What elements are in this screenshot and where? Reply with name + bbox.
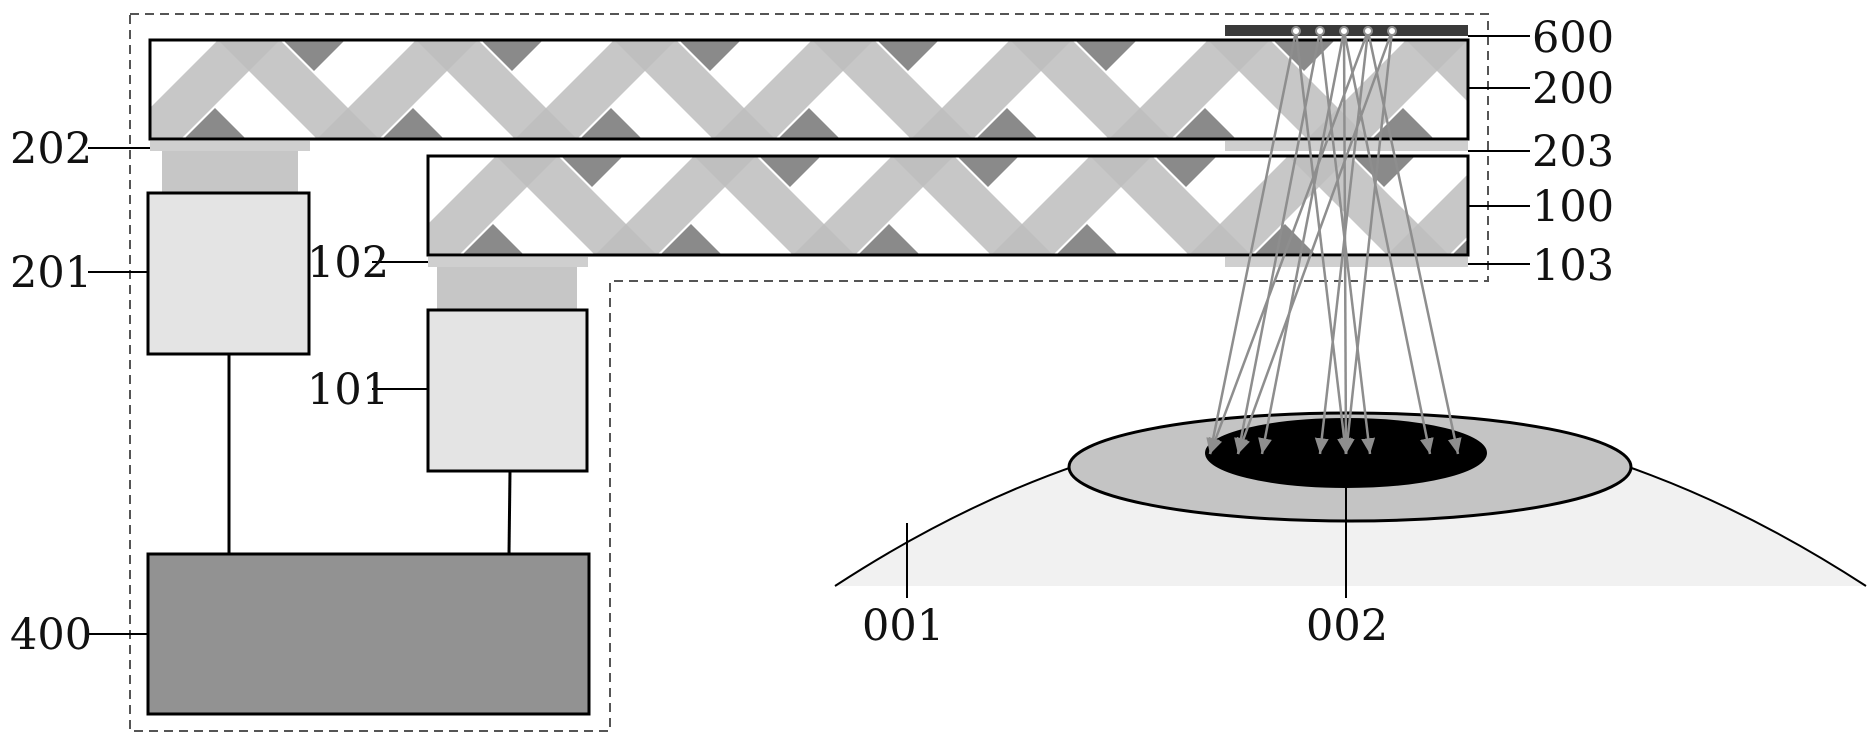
label-600: 600 — [1532, 13, 1614, 63]
light-band — [1109, 40, 1270, 139]
overlap-diamond — [462, 224, 524, 255]
light-band — [614, 40, 775, 139]
light-ray — [1234, 30, 1322, 455]
light-band — [1189, 156, 1350, 255]
label-002: 002 — [1306, 601, 1388, 651]
light-band — [793, 156, 954, 255]
label-102: 102 — [307, 238, 389, 288]
overlap-diamond — [660, 224, 722, 255]
overlap-diamond — [1174, 108, 1236, 139]
light-ray — [1338, 30, 1353, 455]
coupler-102 — [428, 257, 588, 267]
light-band — [1288, 156, 1449, 255]
light-band — [595, 156, 756, 255]
overlap-diamond — [759, 156, 821, 187]
waveguide-100 — [426, 154, 1845, 257]
overlap-diamond — [679, 40, 741, 71]
label-201: 201 — [10, 248, 92, 298]
overlap-diamond — [283, 40, 345, 71]
controller-400 — [146, 552, 591, 716]
light-band — [1604, 40, 1765, 139]
overlap-diamond — [1273, 40, 1335, 71]
light-band — [911, 40, 1072, 139]
overlap-diamond — [481, 40, 543, 71]
light-band — [713, 40, 874, 139]
light-band — [496, 156, 657, 255]
overlap-diamond — [858, 224, 920, 255]
light-ray — [1206, 30, 1298, 455]
overlap-diamond — [1452, 239, 1468, 255]
overlap-diamond — [1075, 40, 1137, 71]
light-ray — [1258, 30, 1346, 455]
coupler-202 — [150, 141, 310, 151]
overlap-diamond — [1155, 156, 1217, 187]
overlap-diamond — [957, 156, 1019, 187]
light-ray — [1294, 30, 1352, 455]
label-100: 100 — [1532, 182, 1614, 232]
label-103: 103 — [1532, 241, 1614, 291]
light-band — [1010, 40, 1171, 139]
light-band — [1684, 156, 1845, 255]
light-band — [1406, 40, 1468, 102]
label-200: 200 — [1532, 64, 1614, 114]
waveguide-200 — [148, 38, 1765, 141]
light-band — [812, 40, 973, 139]
overlap-diamond — [1353, 156, 1415, 187]
light-band — [694, 156, 855, 255]
light-ray — [1340, 30, 1394, 455]
coupler-203 — [1225, 141, 1468, 151]
overlap-diamond — [184, 108, 246, 139]
light-column-101 — [437, 267, 577, 309]
overlap-diamond — [778, 108, 840, 139]
light-band — [892, 156, 1053, 255]
label-400: 400 — [10, 610, 92, 660]
housing-dashed-outline — [129, 13, 1489, 732]
ray-source-point — [1363, 26, 1373, 36]
ray-source-point — [1315, 26, 1325, 36]
label-101: 101 — [307, 365, 389, 415]
overlap-diamond — [382, 108, 444, 139]
light-band — [991, 156, 1152, 255]
light-band — [218, 40, 379, 139]
light-band — [515, 40, 676, 139]
ray-source-point — [1387, 26, 1397, 36]
light-band — [1090, 156, 1251, 255]
overlap-diamond — [561, 156, 623, 187]
overlap-diamond — [877, 40, 939, 71]
projector-201 — [146, 191, 311, 356]
overlap-diamond — [1650, 224, 1712, 255]
overlap-diamond — [976, 108, 1038, 139]
light-ray — [1366, 30, 1462, 455]
ray-source-point — [1291, 26, 1301, 36]
light-band — [416, 40, 577, 139]
light-ray — [1342, 30, 1434, 455]
label-202: 202 — [10, 124, 92, 174]
leader-lines — [88, 35, 1530, 635]
light-rays — [1206, 26, 1462, 455]
projector-101 — [426, 308, 589, 473]
overlap-diamond — [580, 108, 642, 139]
light-band — [317, 40, 478, 139]
light-column-201 — [162, 151, 298, 193]
overlap-diamond — [1254, 224, 1316, 255]
overlap-diamond — [1056, 224, 1118, 255]
overlap-diamond — [1669, 40, 1731, 71]
light-ray — [1208, 30, 1370, 455]
wire-101-400 — [507, 470, 512, 555]
overlap-diamond — [1372, 108, 1434, 139]
label-203: 203 — [1532, 127, 1614, 177]
light-band — [1387, 174, 1468, 255]
light-ray — [1236, 30, 1394, 455]
label-001: 001 — [862, 601, 944, 651]
ray-source-point — [1339, 26, 1349, 36]
overlap-diamond — [1471, 40, 1533, 71]
light-band — [1307, 40, 1468, 139]
